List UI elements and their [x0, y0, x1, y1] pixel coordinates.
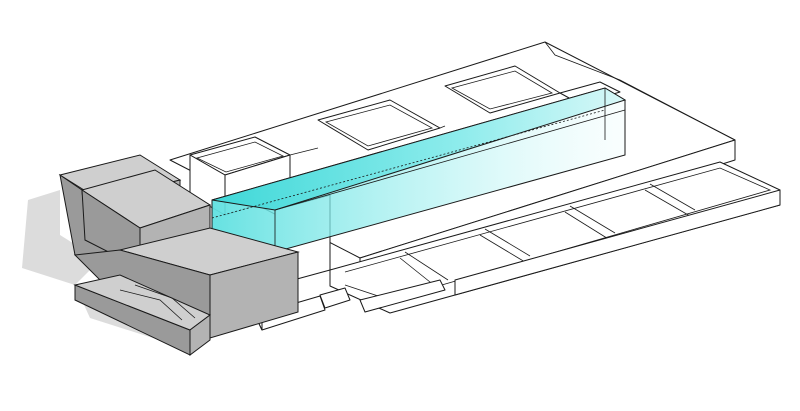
grey-building	[58, 154, 300, 356]
front-frame	[329, 161, 781, 314]
